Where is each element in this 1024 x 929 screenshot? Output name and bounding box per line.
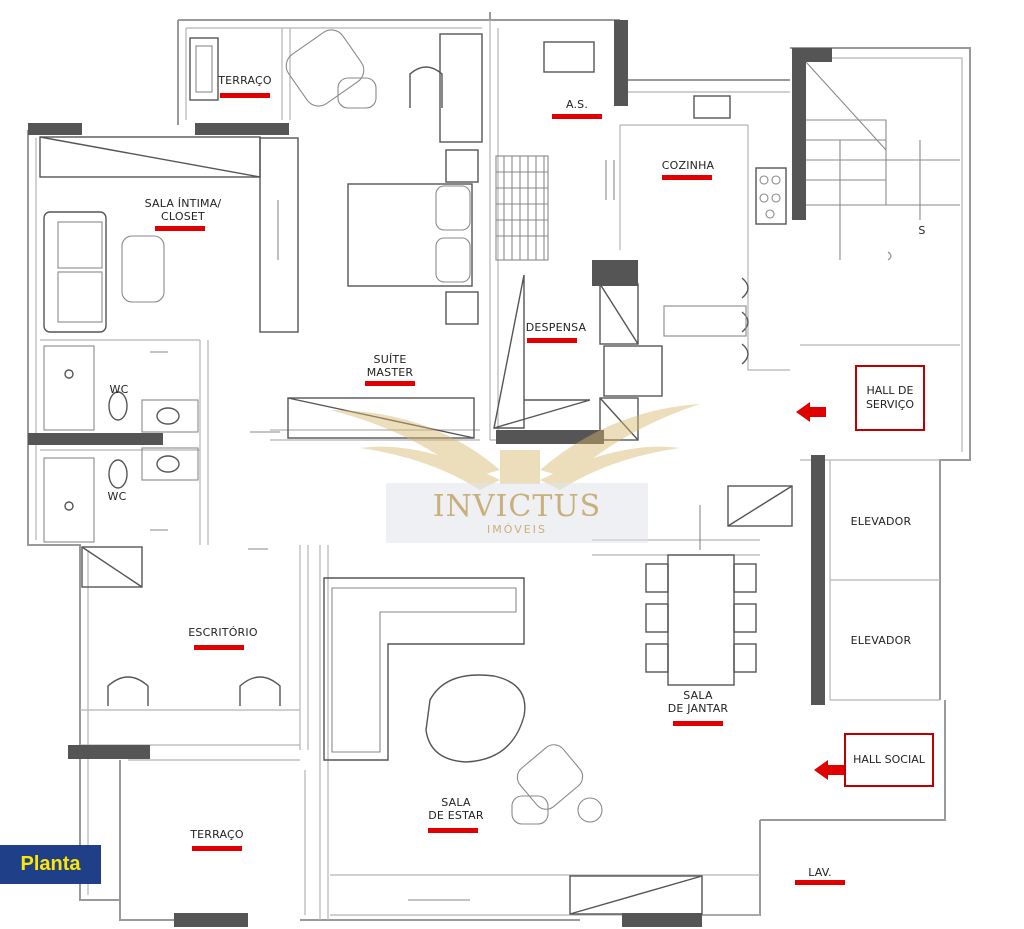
underline-sala-jantar [673, 721, 723, 726]
terraco-top-furniture [189, 37, 219, 101]
underline-terraco-top [220, 93, 270, 98]
underline-lav [795, 880, 845, 885]
walls [27, 12, 971, 921]
room-label-terraco-top: TERRAÇO [218, 74, 272, 87]
room-label-sala-jantar: SALA DE JANTAR [667, 689, 729, 715]
watermark-title: INVICTUS [432, 489, 602, 524]
stair-direction-mark: S [918, 224, 926, 237]
watermark-subtitle: IMÓVEIS [487, 523, 547, 536]
room-label-cozinha: COZINHA [661, 159, 715, 172]
room-label-wc1: WC [109, 383, 129, 396]
underline-cozinha [662, 175, 712, 180]
room-label-sala-estar: SALA DE ESTAR [428, 796, 484, 822]
hall-arrows [796, 402, 844, 780]
room-label-elevador-2: ELEVADOR [850, 634, 912, 647]
underline-sala-estar [428, 828, 478, 833]
escritorio-furniture [107, 676, 281, 706]
stairs [805, 61, 960, 260]
hall-social-box: HALL SOCIAL [844, 733, 934, 787]
room-label-terraco-bottom: TERRAÇO [190, 828, 244, 841]
underline-escritorio [194, 645, 244, 650]
dining-furniture [645, 505, 757, 686]
room-label-suite: SUÍTE MASTER [366, 353, 414, 379]
room-label-wc2: WC [107, 490, 127, 503]
structural-walls [28, 20, 832, 927]
plan-badge: Planta [0, 845, 101, 884]
hall-servico-box: HALL DE SERVIÇO [855, 365, 925, 431]
grille [495, 155, 549, 261]
room-label-lav: LAV. [808, 866, 832, 879]
room-label-escritorio: ESCRITÓRIO [188, 626, 258, 639]
underline-terraco-bottom [192, 846, 242, 851]
door-marks [150, 160, 892, 550]
room-label-as: A.S. [565, 98, 589, 111]
underline-as [552, 114, 602, 119]
sala-intima-furniture [43, 211, 165, 333]
watermark-wings [330, 404, 700, 490]
kitchen-fixtures [495, 41, 787, 365]
underline-suite [365, 381, 415, 386]
room-label-despensa: DESPENSA [525, 321, 587, 334]
underline-sala-intima [155, 226, 205, 231]
room-label-elevador-1: ELEVADOR [850, 515, 912, 528]
room-label-sala-intima: SALA ÍNTIMA/ CLOSET [144, 197, 222, 223]
watermark: INVICTUS IMÓVEIS [386, 483, 648, 543]
underline-despensa [527, 338, 577, 343]
bathroom-fixtures [43, 345, 199, 543]
suite-furniture [259, 29, 483, 333]
living-furniture [323, 577, 603, 901]
